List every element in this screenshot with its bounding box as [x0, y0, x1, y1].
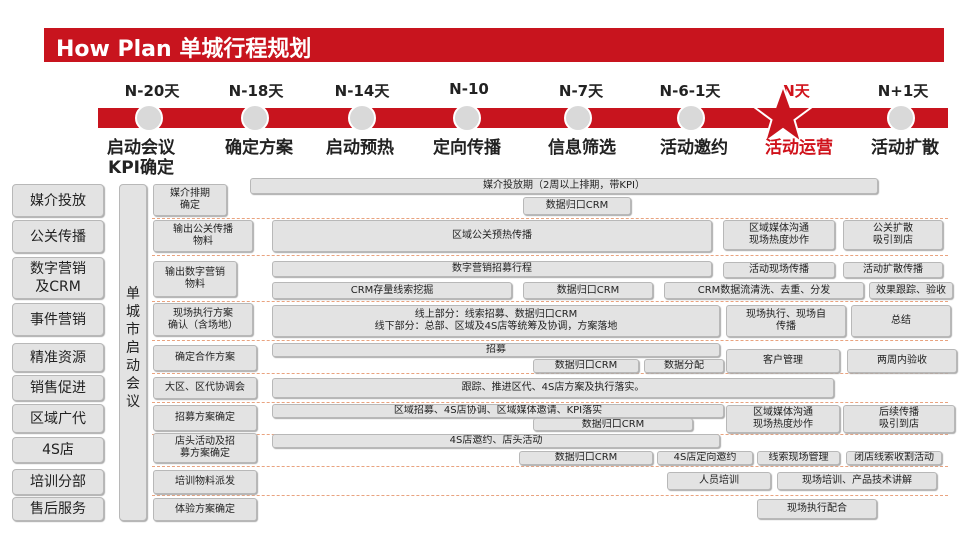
first-step: 输出数字营销 物料: [153, 261, 237, 297]
phase-marker: [887, 104, 915, 132]
task-onsite-coop: 现场执行配合: [757, 499, 877, 519]
stage-label: 活动邀约: [660, 138, 728, 158]
phase-marker: [241, 104, 269, 132]
timeline-bar: [98, 108, 948, 128]
task-lead-mgmt: 线索现场管理: [757, 451, 840, 465]
task-follow-spread: 后续传播 吸引到店: [843, 405, 955, 433]
first-step: 确定合作方案: [153, 345, 257, 371]
stage-label: 信息筛选: [548, 138, 616, 158]
page-title: How Plan 单城行程规划: [56, 37, 312, 62]
task-product-training: 现场培训、产品技术讲解: [777, 472, 937, 490]
category-training: 培训分部: [12, 469, 104, 495]
first-step: 大区、区代协调会: [153, 377, 257, 399]
task-regional-pr: 区域公关预热传播: [272, 220, 712, 252]
task-onsite-spread: 活动现场传播: [723, 262, 835, 278]
category-precision: 精准资源: [12, 343, 104, 372]
task-two-week-check: 两周内验收: [847, 349, 957, 373]
first-step: 招募方案确定: [153, 405, 257, 431]
task-regional-media: 区域媒体沟通 现场热度炒作: [726, 405, 840, 433]
category-sales: 销售促进: [12, 375, 104, 401]
stage-label: 启动会议 KPI确定: [107, 138, 175, 178]
phase-label: N-18天: [228, 82, 284, 100]
task-customer-mgmt: 客户管理: [726, 349, 840, 373]
phase-marker: [348, 104, 376, 132]
phase-label: N-20天: [124, 82, 180, 100]
task-data-crm: 数据归口CRM: [523, 197, 631, 215]
task-store-invite: 4S店邀约、店头活动: [272, 434, 720, 448]
task-regional-recruit: 区域招募、4S店协调、区域媒体邀请、KPI落实: [272, 404, 724, 418]
row-divider: [152, 402, 948, 403]
phase-marker: [677, 104, 705, 132]
stage-label-active: 活动运营: [765, 138, 833, 158]
task-store-target-invite: 4S店定向邀约: [657, 451, 753, 465]
task-summary: 总结: [851, 305, 951, 337]
category-event: 事件营销: [12, 303, 104, 336]
stage-label: 活动扩散: [871, 138, 939, 158]
row-divider: [152, 340, 948, 341]
row-divider: [152, 495, 948, 496]
task-pr-expand: 公关扩散 吸引到店: [843, 220, 943, 250]
phase-label: N+1天: [877, 82, 929, 100]
task-data-crm: 数据归口CRM: [523, 282, 653, 299]
phase-label-active: N天: [782, 82, 810, 100]
kickoff-meeting-box: 单城市启动会议: [119, 184, 147, 521]
kickoff-meeting-label: 单城市启动会议: [126, 286, 140, 410]
task-crm-mining: CRM存量线索挖掘: [272, 282, 512, 299]
task-closed-loop: 闭店线索收割活动: [846, 451, 942, 465]
task-onsite-exec: 现场执行、现场自 传播: [726, 305, 846, 337]
category-4s: 4S店: [12, 437, 104, 463]
task-data-crm: 数据归口CRM: [533, 418, 693, 431]
task-effect-tracking: 效果跟踪、验收: [869, 282, 953, 299]
row-divider: [152, 255, 948, 256]
row-divider: [152, 301, 948, 302]
task-staff-training: 人员培训: [667, 472, 771, 490]
task-recruit: 招募: [272, 343, 720, 357]
phase-marker: [453, 104, 481, 132]
task-data-allot: 数据分配: [644, 359, 724, 373]
task-follow-up: 跟踪、推进区代、4S店方案及执行落实。: [272, 378, 834, 398]
stage-label: 定向传播: [433, 138, 501, 158]
row-divider: [152, 373, 948, 374]
first-step: 输出公关传播 物料: [153, 220, 253, 252]
first-step: 媒介排期 确定: [153, 184, 227, 216]
task-digital-recruit: 数字营销招募行程: [272, 261, 712, 277]
first-step: 体验方案确定: [153, 498, 257, 521]
phase-marker: [135, 104, 163, 132]
phase-label: N-6-1天: [659, 82, 721, 100]
task-data-crm: 数据归口CRM: [519, 451, 653, 465]
task-crm-cleaning: CRM数据流清洗、去重、分发: [664, 282, 864, 299]
task-data-crm: 数据归口CRM: [533, 359, 639, 373]
task-media-period: 媒介投放期（2周以上排期，带KPI）: [250, 178, 878, 194]
category-aftersales: 售后服务: [12, 497, 104, 521]
phase-label: N-14天: [334, 82, 390, 100]
phase-marker: [564, 104, 592, 132]
first-step: 店头活动及招 募方案确定: [153, 433, 257, 463]
row-divider: [152, 466, 948, 467]
first-step: 培训物料派发: [153, 470, 257, 494]
phase-label: N-7天: [558, 82, 604, 100]
category-regional: 区域广代: [12, 404, 104, 433]
row-divider: [152, 218, 948, 219]
stage-label: 启动预热: [326, 138, 394, 158]
first-step: 现场执行方案 确认（含场地）: [153, 303, 253, 336]
task-event-plan: 线上部分：线索招募、数据归口CRM 线下部分：总部、区域及4S店等统筹及协调，方…: [272, 305, 720, 337]
task-expand-spread: 活动扩散传播: [843, 262, 943, 278]
title-bar: How Plan 单城行程规划: [44, 28, 944, 62]
category-digital-crm: 数字营销 及CRM: [12, 257, 104, 299]
stage-label: 确定方案: [225, 138, 293, 158]
category-pr: 公关传播: [12, 220, 104, 253]
category-media: 媒介投放: [12, 184, 104, 217]
star-icon: [752, 84, 814, 145]
task-regional-media: 区域媒体沟通 现场热度炒作: [723, 220, 835, 250]
phase-label: N-10: [449, 80, 489, 98]
